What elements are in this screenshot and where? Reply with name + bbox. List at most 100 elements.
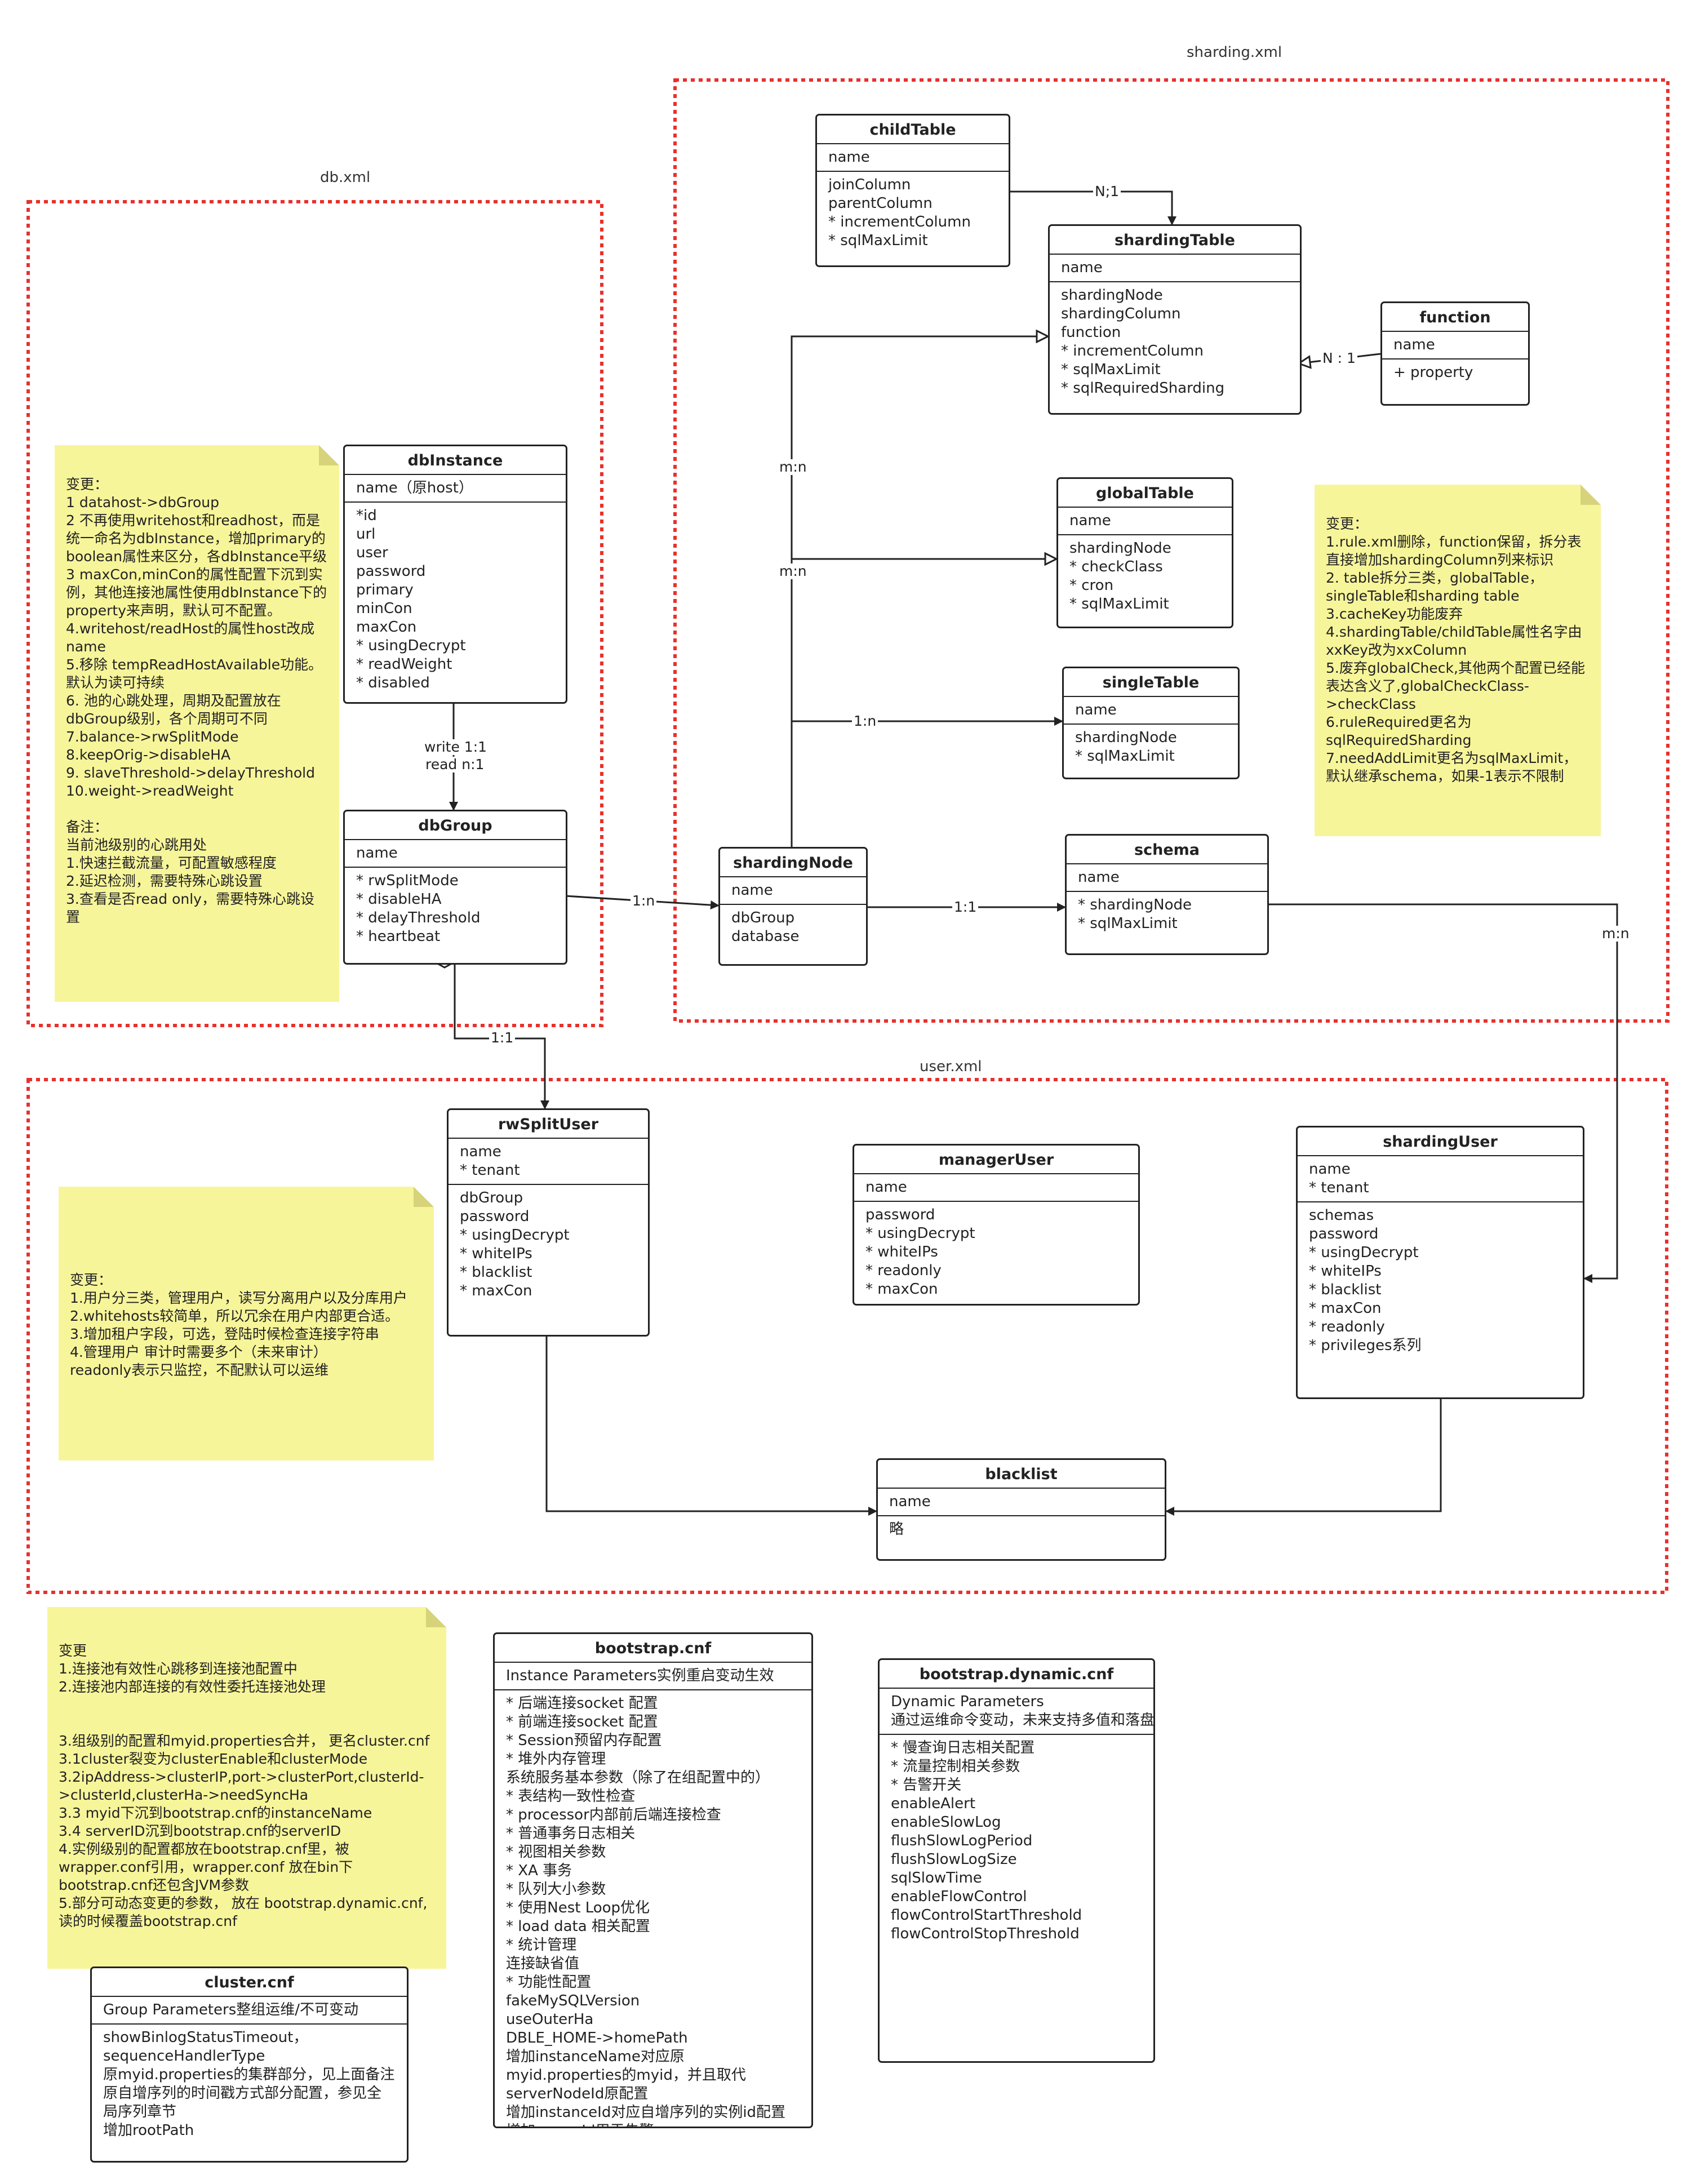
label-dbgroup-rwsplituser: 1:1 [489, 1030, 516, 1046]
note-line: 2.延迟检测，需要特殊心跳设置 [66, 873, 263, 889]
note-fold-icon [426, 1607, 446, 1627]
class-field: name（原host） [356, 480, 473, 496]
class-attributes-section: name [720, 877, 866, 905]
class-properties-section: * shardingNode* sqlMaxLimit [1067, 892, 1267, 937]
class-field: 略 [889, 1521, 904, 1538]
note-line: 4.管理用户 审计时需要多个（未来审计） [70, 1344, 327, 1360]
class-field: * XA 事务 [506, 1862, 572, 1879]
class-field: 增加rootPath [103, 2122, 194, 2139]
note-line: 6.ruleRequired更名为sqlRequiredSharding [1326, 714, 1472, 748]
class-field: * sqlMaxLimit [1075, 748, 1175, 765]
class-field: * rwSplitMode [356, 872, 459, 889]
class-field: * readonly [865, 1262, 942, 1279]
class-field: dbGroup [460, 1189, 523, 1206]
class-field: * cron [1069, 577, 1114, 594]
class-field: * processor内部前后端连接检查 [506, 1806, 721, 1823]
note-fold-icon [414, 1187, 434, 1207]
class-field: * delayThreshold [356, 909, 481, 926]
class-field: name [1309, 1161, 1351, 1178]
class-field: shardingColumn [1061, 305, 1181, 322]
note-sharding-changes: 变更：1.rule.xml删除，function保留，拆分表直接增加shardi… [1315, 485, 1601, 836]
class-field: name [1078, 869, 1120, 886]
class-field: * Session预留内存配置 [506, 1732, 662, 1749]
note-line: 7.balance->rwSplitMode [66, 729, 239, 745]
note-line: 2.连接池内部连接的有效性委托连接池处理 [59, 1679, 326, 1695]
class-field: name [828, 149, 870, 166]
class-field: Instance Parameters实例重启变动生效 [506, 1667, 774, 1684]
class-field: * tenant [1309, 1179, 1369, 1196]
note-line: 变更 [59, 1643, 87, 1659]
note-spacer [66, 800, 328, 818]
note-line: 4.writehost/readHost的属性host改成name [66, 620, 315, 655]
region-title-db: db.xml [320, 169, 371, 186]
class-field: Dynamic Parameters [891, 1693, 1044, 1710]
note-line: 1.rule.xml删除，function保留，拆分表直接增加shardingC… [1326, 534, 1582, 568]
note-spacer [59, 1696, 435, 1714]
class-field: password [1309, 1226, 1379, 1242]
class-field: 系统服务基本参数（除了在组配置中的） [506, 1769, 770, 1786]
class-field: name [889, 1493, 931, 1510]
region-title-user: user.xml [920, 1058, 982, 1075]
note-line: 5.部分可动态变更的参数， 放在 bootstrap.dynamic.cnf,读… [59, 1895, 428, 1929]
class-field: *id [356, 507, 377, 524]
note-line: 当前池级别的心跳用处 [66, 837, 207, 853]
note-line: 10.weight->readWeight [66, 783, 234, 799]
class-field: database [731, 928, 800, 945]
class-field: flowControlStartThreshold [891, 1907, 1082, 1924]
class-field: * shardingNode [1078, 896, 1192, 913]
class-title: blacklist [878, 1460, 1165, 1489]
class-attributes-section: name [1064, 697, 1238, 725]
class-properties-section: 略 [878, 1516, 1165, 1543]
class-field: password [356, 563, 426, 580]
class-field: * 后端连接socket 配置 [506, 1695, 658, 1712]
note-line: 3.1cluster裂变为clusterEnable和clusterMode [59, 1751, 368, 1767]
label-mn-sharding: m:n [778, 459, 809, 475]
class-field: name [865, 1179, 907, 1196]
class-title: singleTable [1064, 668, 1238, 697]
note-line: 5.移除 tempReadHostAvailable功能。默认为读可持续 [66, 656, 323, 691]
class-field: enableAlert [891, 1795, 976, 1812]
class-field: 原myid.properties的集群部分，见上面备注原自增序列的时间戳方式部分… [103, 2066, 395, 2120]
class-field: * 普通事务日志相关 [506, 1825, 636, 1842]
class-field: * 视图相关参数 [506, 1844, 606, 1861]
class-field: * maxCon [865, 1281, 938, 1298]
note-line: 2.whitehosts较简单，所以冗余在用户内部更合适。 [70, 1308, 399, 1324]
note-line: 3 maxCon,minCon的属性配置下沉到实例，其他连接池属性使用dbIns… [66, 566, 327, 619]
class-field: * 使用Nest Loop优化 [506, 1899, 650, 1916]
class-field: password [460, 1208, 530, 1225]
class-attributes-section: Group Parameters整组运维/不可变动 [92, 1997, 407, 2025]
note-line: 1.快速拦截流量，可配置敏感程度 [66, 855, 277, 871]
class-field: * usingDecrypt [1309, 1244, 1419, 1261]
class-field: sqlSlowTime [891, 1870, 982, 1886]
class-field: * privileges系列 [1309, 1337, 1422, 1354]
class-field: * sqlRequiredSharding [1061, 380, 1225, 397]
class-field: * incrementColumn [828, 214, 971, 230]
class-field: joinColumn [828, 176, 911, 193]
note-line: 3.2ipAddress->clusterIP,port->clusterPor… [59, 1769, 424, 1803]
class-attributes-section: name [1058, 508, 1232, 535]
class-blacklist: blacklist name 略 [876, 1458, 1166, 1561]
class-attributes-section: Instance Parameters实例重启变动生效 [495, 1663, 811, 1690]
note-line: 3.3 myid下沉到bootstrap.cnf的instanceName [59, 1805, 372, 1821]
note-fold-icon [319, 445, 339, 465]
class-field: * blacklist [1309, 1281, 1382, 1298]
note-line: 变更： [66, 476, 109, 492]
note-line: readonly表示只监控，不配默认可以运维 [70, 1362, 329, 1378]
class-field: * sqlMaxLimit [828, 232, 928, 249]
class-field: * usingDecrypt [356, 637, 466, 654]
note-line: 3.cacheKey功能废弃 [1326, 606, 1463, 622]
class-title: childTable [817, 116, 1009, 144]
note-line: 4.实例级别的配置都放在bootstrap.cnf里，被wrapper.conf… [59, 1841, 353, 1893]
class-field: * disabled [356, 674, 430, 691]
class-field: * maxCon [1309, 1300, 1382, 1317]
